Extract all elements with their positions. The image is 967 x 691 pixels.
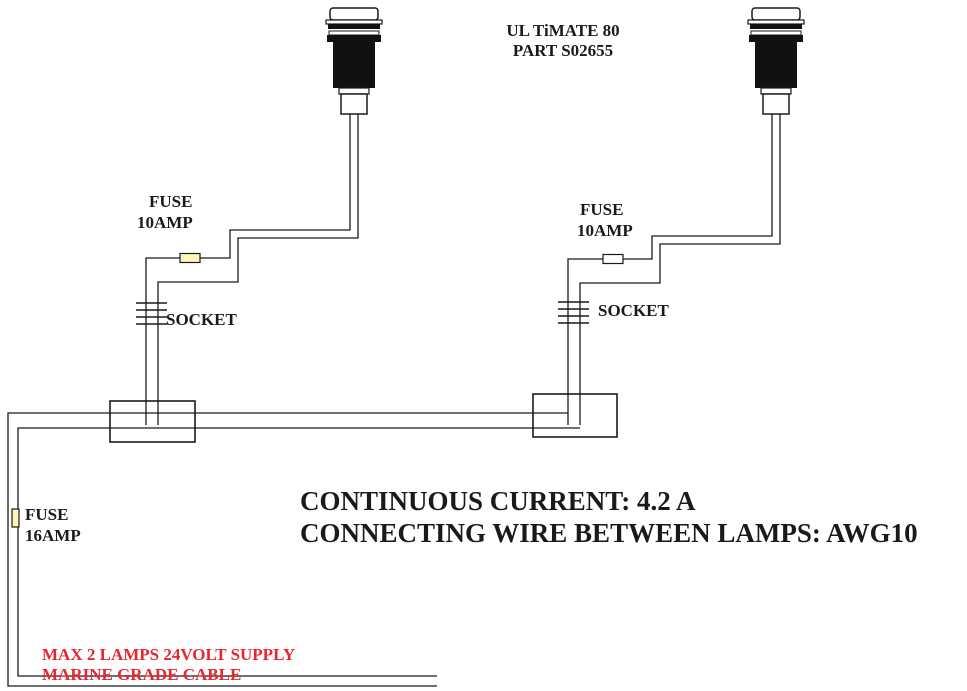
main-supply-cable: [7, 412, 580, 687]
lamp-model-name: UL TiMATE 80: [506, 21, 620, 40]
connecting-wire-spec: CONNECTING WIRE BETWEEN LAMPS: AWG10: [300, 518, 918, 548]
fuse-lamp-1-icon: [179, 252, 201, 264]
fuse-main-icon: [11, 508, 20, 528]
supply-note-max-lamps: MAX 2 LAMPS 24VOLT SUPPLY: [42, 645, 296, 664]
junction-box-1: [109, 400, 196, 443]
supply-wire-outer: [7, 412, 568, 687]
lamp-1-wire-a: [145, 114, 351, 425]
supply-note-cable: MARINE GRADE CABLE: [42, 665, 242, 684]
lamp-part-number: PART S02655: [512, 41, 614, 60]
fuse-main-label: FUSE: [25, 505, 69, 524]
fuse-lamp-1-rating: 10AMP: [137, 213, 193, 232]
lamp-1-wire-b: [157, 114, 359, 425]
fuse-lamp-2-icon: [602, 253, 624, 265]
lamp-2-wires: [567, 114, 781, 425]
socket-2-label: SOCKET: [598, 301, 669, 320]
lamp-2-wire-a: [567, 114, 773, 425]
lamp-2-wire-b: [579, 114, 781, 425]
socket-1-icon: [136, 302, 167, 325]
fuse-lamp-2-label: FUSE: [580, 200, 624, 219]
lamp-1-icon: [325, 7, 383, 115]
socket-2-icon: [558, 301, 589, 324]
continuous-current-spec: CONTINUOUS CURRENT: 4.2 A: [300, 486, 696, 516]
junction-box-2: [532, 393, 618, 438]
lamp-2-icon: [747, 7, 805, 115]
lamp-1-wires: [145, 114, 359, 425]
fuse-lamp-1-label: FUSE: [149, 192, 193, 211]
socket-1-label: SOCKET: [166, 310, 237, 329]
fuse-lamp-2-rating: 10AMP: [577, 221, 633, 240]
supply-wire-inner: [17, 427, 580, 677]
fuse-main-rating: 16AMP: [25, 526, 81, 545]
